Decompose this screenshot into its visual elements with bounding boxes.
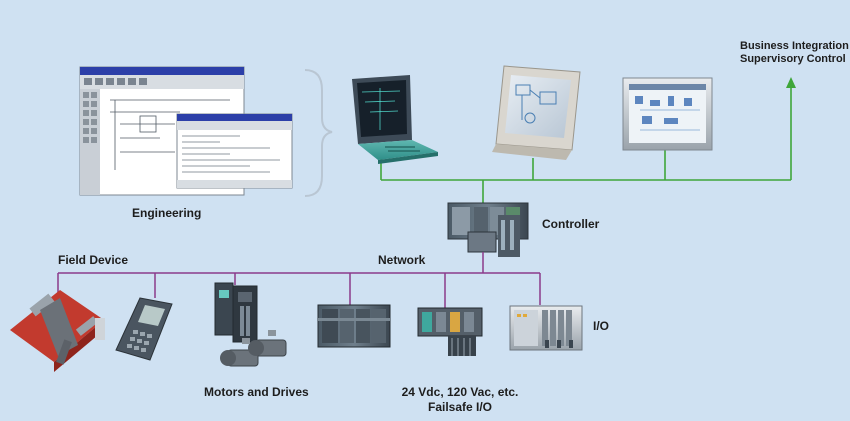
motors-and-drives: [214, 282, 287, 367]
io-types-line1: 24 Vdc, 120 Vac, etc.: [401, 385, 519, 399]
engineering-label: Engineering: [132, 206, 202, 220]
panel-pc-hmi: [492, 65, 581, 160]
network-label: Network: [378, 253, 426, 267]
flat-panel-hmi: [622, 77, 713, 151]
business-line2: Supervisory Control: [740, 53, 846, 65]
engineering-software-screens: [79, 66, 293, 196]
laptop-hmi: [352, 75, 438, 164]
supervisory-network-lines: [380, 86, 792, 205]
business-integration-label: Business Integration Supervisory Control: [740, 40, 849, 65]
controller-label: Controller: [542, 217, 600, 231]
modular-plc-rack: [317, 304, 391, 348]
controller-plc: [447, 202, 529, 257]
field-network-lines: [57, 252, 541, 308]
handheld-terminal: [115, 297, 173, 361]
motors-drives-label: Motors and Drives: [204, 385, 309, 399]
io-label: I/O: [593, 319, 610, 333]
business-integration-arrow: [786, 77, 796, 88]
business-line1: Business Integration: [740, 40, 849, 52]
field-device-label: Field Device: [58, 253, 129, 267]
io-terminal-block: [509, 305, 583, 351]
distributed-io-modules: [417, 307, 483, 356]
grouping-bracket: [304, 69, 333, 197]
io-types-line2: Failsafe I/O: [427, 400, 493, 414]
io-types-label: 24 Vdc, 120 Vac, etc. Failsafe I/O: [395, 385, 525, 414]
field-device-sensor: [10, 290, 105, 372]
